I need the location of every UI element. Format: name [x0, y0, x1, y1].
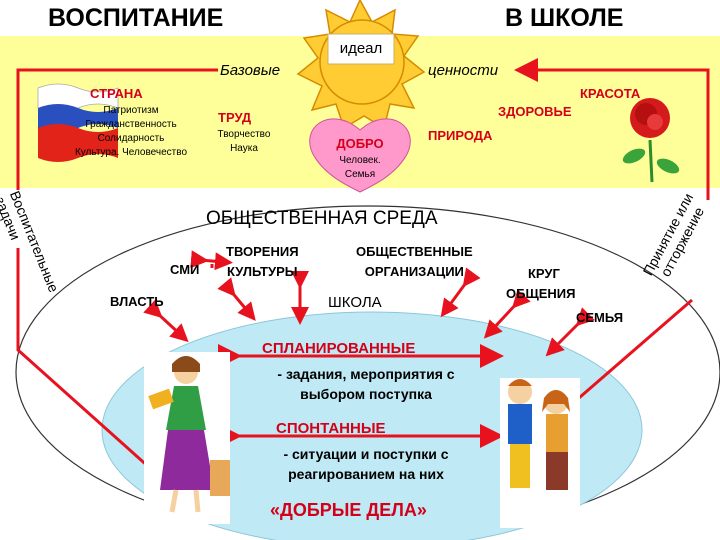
trud-title: ТРУД: [218, 110, 252, 125]
krug-label: КРУГ ОБЩЕНИЯ: [506, 264, 575, 304]
obshchestvennye-line: ОБЩЕСТВЕННЫЕ: [356, 244, 473, 259]
vlast-label: ВЛАСТЬ: [110, 294, 164, 309]
strana-values: Патриотизм Гражданственность Солидарност…: [56, 104, 206, 160]
sun-icon: [296, 0, 426, 130]
tvoreniya-line: ТВОРЕНИЯ: [226, 244, 299, 259]
trud-line: Творчество: [217, 129, 271, 140]
environment-title: ОБЩЕСТВЕННАЯ СРЕДА: [206, 208, 438, 229]
planned-title: СПЛАНИРОВАННЫЕ: [262, 340, 416, 357]
russia-flag-icon: [37, 83, 119, 162]
dobro-line: Человек.: [339, 155, 381, 166]
trud-line: Наука: [230, 143, 258, 154]
spontaneous-line: - ситуации и поступки с: [283, 446, 449, 462]
planned-line: выбором поступка: [300, 386, 432, 402]
ideal-label: идеал: [339, 40, 383, 57]
teacher-illustration: [144, 352, 230, 524]
zdorovie-label: ЗДОРОВЬЕ: [498, 104, 572, 119]
children-illustration: [500, 378, 580, 528]
krasota-label: КРАСОТА: [580, 86, 641, 101]
tvoreniya-line: КУЛЬТУРЫ: [227, 264, 298, 279]
strana-line: Культура. Человечество: [74, 147, 188, 158]
dobro-values: Человек. Семья: [322, 154, 398, 182]
dobro-title: ДОБРО: [336, 136, 384, 151]
spontaneous-title: СПОНТАННЫЕ: [276, 420, 386, 437]
obshchestvennye-line: ОРГАНИЗАЦИИ: [364, 264, 464, 279]
strana-title: СТРАНА: [90, 86, 143, 101]
header-left-bg: [0, 0, 290, 36]
krug-line: ОБЩЕНИЯ: [506, 286, 576, 301]
header-title-right: В ШКОЛЕ: [505, 4, 624, 32]
strana-line: Патриотизм: [103, 105, 159, 116]
rose-icon: [622, 98, 680, 183]
tvoreniya-label: ТВОРЕНИЯ КУЛЬТУРЫ: [226, 242, 299, 282]
semya-label: СЕМЬЯ: [576, 310, 624, 325]
strana-line: Гражданственность: [85, 119, 177, 130]
trud-values: Творчество Наука: [206, 128, 282, 156]
priroda-label: ПРИРОДА: [428, 128, 493, 143]
strana-line: Солидарность: [97, 133, 165, 144]
header-right-bg: [430, 0, 720, 36]
values-label-right: ценности: [428, 62, 499, 79]
values-label-left: Базовые: [220, 62, 281, 79]
smi-label: СМИ: [170, 262, 200, 277]
header-title-left: ВОСПИТАНИЕ: [48, 4, 224, 32]
planned-line: - задания, мероприятия с: [277, 366, 455, 382]
spontaneous-text: - ситуации и поступки с реагированием на…: [246, 444, 486, 484]
good-deeds-title: «ДОБРЫЕ ДЕЛА»: [270, 500, 427, 520]
spontaneous-line: реагированием на них: [288, 466, 444, 482]
dobro-line: Семья: [344, 169, 376, 180]
shkola-label: ШКОЛА: [328, 294, 382, 311]
krug-line: КРУГ: [528, 266, 560, 281]
obshchestvennye-label: ОБЩЕСТВЕННЫЕ ОРГАНИЗАЦИИ: [356, 242, 473, 282]
heart-shape: [309, 118, 411, 193]
planned-text: - задания, мероприятия с выбором поступк…: [246, 364, 486, 404]
